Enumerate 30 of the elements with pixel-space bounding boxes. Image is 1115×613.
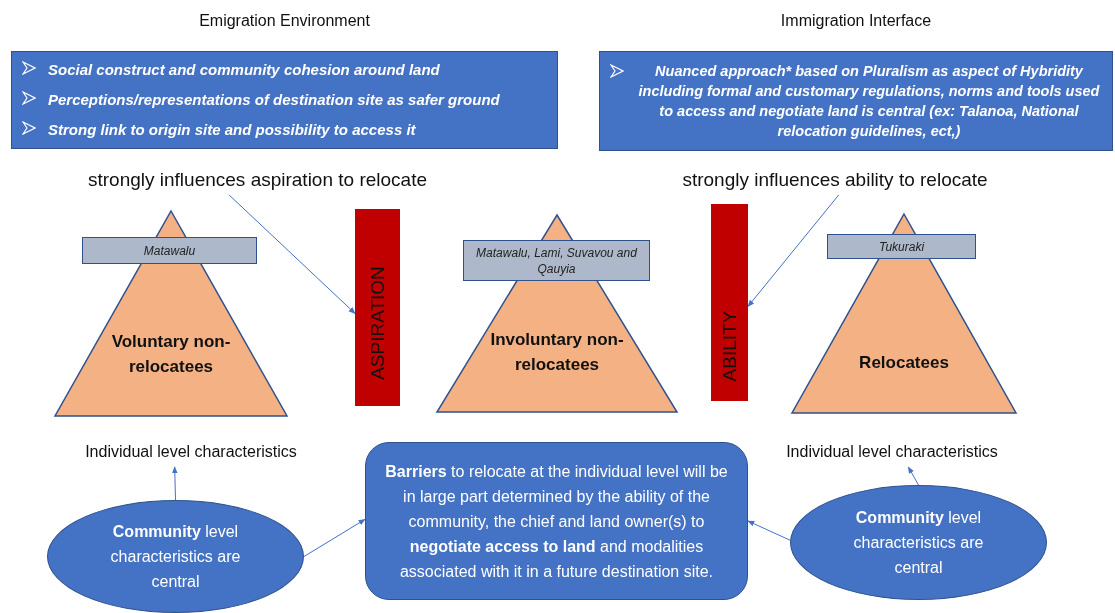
annotation-text: strongly influences ability to relocate [652, 169, 1018, 195]
annotation-text: strongly influences aspiration to relocate [55, 169, 460, 195]
panel-heading: Immigration Interface [779, 12, 933, 30]
box-text: Barriers to relocate at the individual level will be in large part determined by the ability of the community, the chief and land owner(s) to negotiate access to land and modalities associated with it in a future destination site. [384, 461, 729, 582]
rounded-text-box [365, 442, 748, 600]
ellipse-text: Community level characteristics are central [852, 508, 985, 578]
ellipse-text: Community level characteristics are central [109, 522, 242, 592]
triangle-shape [792, 214, 1016, 413]
group-label: Relocatees [858, 352, 950, 374]
bullet-text: Strong link to origin site and possibility to access it [48, 120, 416, 140]
triangle-shape [437, 215, 677, 412]
vertical-bar [711, 204, 748, 401]
bullet-text: Social construct and community cohesion around land [48, 60, 440, 80]
group-label: Involuntary non-relocatees [489, 329, 625, 376]
vertical-bar [355, 209, 400, 406]
arrow [747, 520, 791, 541]
arrow [172, 466, 178, 501]
bullet-text: Perceptions/representations of destination site as safer ground [48, 90, 500, 110]
annotation-text: Individual level characteristics [55, 443, 327, 467]
bullet-text: Nuanced approach* based on Pluralism as aspect of Hybridity including formal and customary regulations, norms and tools used to access and negotiate land is central (ex: Talanoa, National relocation guidelines, ect,) [637, 62, 1101, 141]
group-label: Voluntary non-relocatees [110, 331, 232, 378]
bar-label: ASPIRATION [366, 266, 389, 381]
annotation-text: Individual level characteristics [756, 443, 1028, 467]
panel-heading: Emigration Environment [198, 12, 371, 30]
arrow [228, 194, 356, 314]
arrow [303, 518, 366, 557]
triangle-shape [55, 211, 287, 416]
arrow [747, 194, 840, 307]
bar-label: ABILITY [718, 310, 741, 382]
arrow [907, 466, 919, 486]
